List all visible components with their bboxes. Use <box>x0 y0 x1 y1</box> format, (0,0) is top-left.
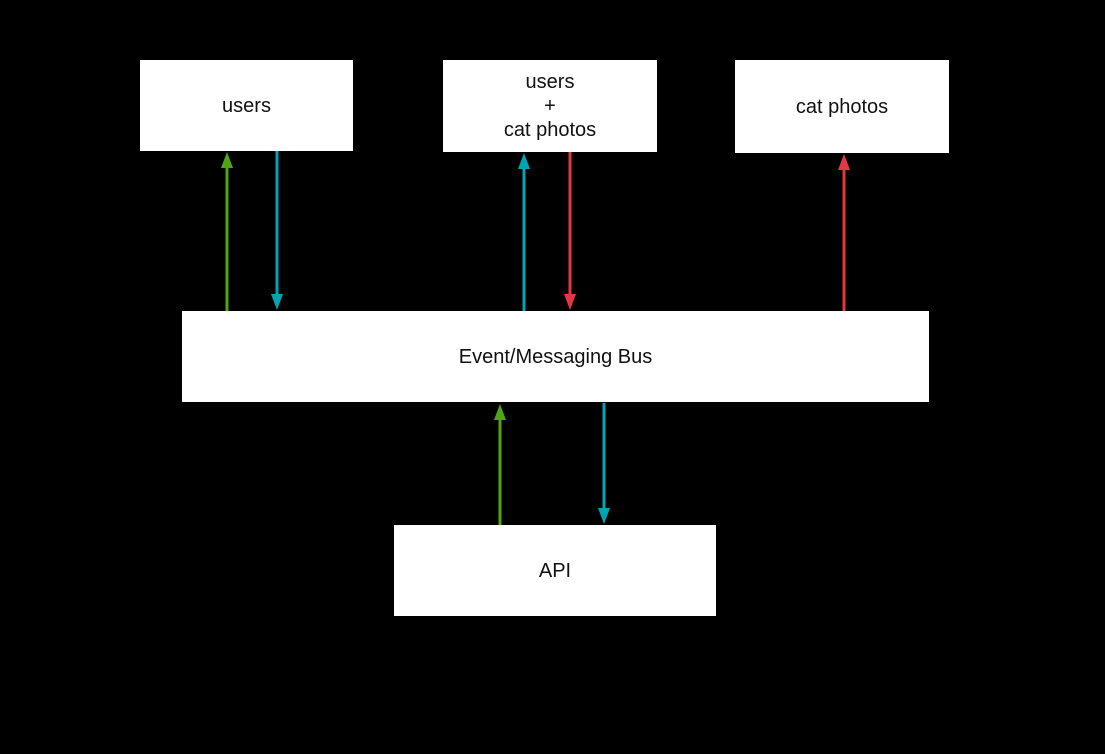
node-cat-photos-label: cat photos <box>795 95 889 118</box>
node-api: API <box>394 525 716 616</box>
node-event-messaging-bus: Event/Messaging Bus <box>182 311 929 402</box>
node-users-cat-photos-label: users + cat photos <box>503 71 597 141</box>
edge-bus-to-api-arrow <box>598 403 610 524</box>
edge-users-cat-photos-to-bus-arrow <box>564 152 576 310</box>
edge-users-to-bus-arrow <box>271 151 283 310</box>
edge-bus-to-users-cat-photos-arrow <box>518 153 530 311</box>
edge-bus-to-users-arrow <box>221 152 233 311</box>
node-event-messaging-bus-label: Event/Messaging Bus <box>458 345 653 368</box>
edge-api-to-bus-arrow <box>494 404 506 525</box>
node-users-cat-photos: users + cat photos <box>443 60 657 152</box>
edge-bus-to-cat-photos-arrow <box>838 154 850 311</box>
node-users-label: users <box>222 94 271 117</box>
node-cat-photos: cat photos <box>735 60 949 153</box>
node-api-label: API <box>538 559 572 582</box>
node-users: users <box>140 60 353 151</box>
